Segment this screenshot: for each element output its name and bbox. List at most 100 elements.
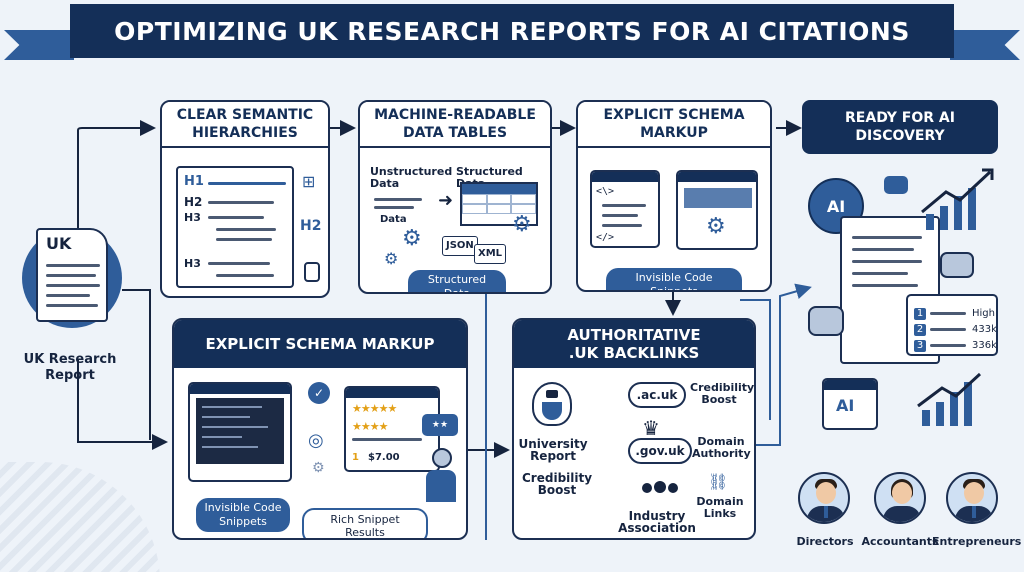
audience-label-accountants: Accountants xyxy=(861,535,939,548)
growth-chart-icon xyxy=(921,168,994,230)
report-line xyxy=(46,284,100,287)
code-line xyxy=(602,224,642,227)
invisible-code-pill: Invisible Code Snippets xyxy=(606,268,742,290)
rank-value-3: 336k xyxy=(972,340,997,351)
snippet-rank: 1 xyxy=(352,452,359,463)
page-title: OPTIMIZING UK RESEARCH REPORTS FOR AI CI… xyxy=(70,4,954,58)
body-line xyxy=(216,274,274,277)
window-bar xyxy=(678,172,756,182)
rank-3: 3 xyxy=(914,340,926,352)
gear-icon: ⚙ xyxy=(706,214,726,239)
h3-label: H3 xyxy=(184,211,201,224)
panel-schema-top: EXPLICIT SCHEMA MARKUP <\> </> ⚙ Invisib… xyxy=(576,100,772,292)
rank-1: 1 xyxy=(914,308,926,320)
report-line xyxy=(46,274,96,277)
title-banner: OPTIMIZING UK RESEARCH REPORTS FOR AI CI… xyxy=(0,0,1024,68)
code-tag-icon: <\> xyxy=(596,186,615,197)
rank-value-2: 433k xyxy=(972,324,997,335)
report-badge: UK xyxy=(46,234,72,253)
report-line xyxy=(46,304,98,307)
gear-icon-right: ⚙ xyxy=(512,212,532,237)
h2-label: H2 xyxy=(184,195,203,209)
industry-label: Industry Association xyxy=(618,509,696,535)
report-line xyxy=(46,294,90,297)
rank-bar xyxy=(930,312,966,315)
avatar-directors xyxy=(798,472,850,524)
panel-title: EXPLICIT SCHEMA MARKUP xyxy=(174,320,466,368)
ac-uk-badge: .ac.uk xyxy=(628,382,686,408)
panel-title: CLEAR SEMANTIC HIERARCHIES xyxy=(162,102,328,148)
panel-title: MACHINE-READABLE DATA TABLES xyxy=(360,102,550,148)
report-line xyxy=(46,264,100,267)
domain-links-label: Domain Links xyxy=(696,495,744,520)
unstructured-label: Unstructured Data xyxy=(370,165,453,190)
sitemap-icon: ⊞ xyxy=(302,172,316,191)
panel-title: AUTHORITATIVE .UK BACKLINKS xyxy=(514,320,754,368)
h1-line xyxy=(208,182,286,185)
globe-icon: ◎ xyxy=(308,430,324,451)
ranking-card: 1 High 2 433k 3 336k xyxy=(906,294,998,356)
code-line xyxy=(202,446,258,448)
star-rating-icon: ★★★★★ xyxy=(352,402,397,415)
window-bar xyxy=(346,388,438,398)
panel-data-tables: MACHINE-READABLE DATA TABLES Unstructure… xyxy=(358,100,552,294)
body-line xyxy=(216,238,272,241)
h3-line-2 xyxy=(208,262,270,265)
background-hatch xyxy=(0,462,160,572)
rank-bar xyxy=(930,328,966,331)
doc-line xyxy=(852,272,908,275)
rank-value-1: High xyxy=(972,308,995,319)
h2-side-label: H2 xyxy=(300,218,322,234)
window-bar xyxy=(824,380,876,390)
report-label: UK Research Report xyxy=(23,352,117,383)
doc-line xyxy=(852,236,922,239)
star-rating-icon-2: ★★★★ xyxy=(352,420,388,433)
code-window: <\> </> xyxy=(590,170,660,248)
code-block xyxy=(196,398,284,464)
code-editor-window xyxy=(188,382,292,482)
code-line xyxy=(202,406,262,408)
panel-title: EXPLICIT SCHEMA MARKUP xyxy=(578,102,770,148)
robot-icon xyxy=(808,306,844,336)
panel-schema-bottom: EXPLICIT SCHEMA MARKUP ✓ ◎ ⚙ ★★★★★ ★★★★ … xyxy=(172,318,468,540)
gear-icon: ⚙ xyxy=(312,460,325,476)
checkmark-icon: ✓ xyxy=(308,382,330,404)
h3-label-2: H3 xyxy=(184,257,201,270)
gear-icon-small: ⚙ xyxy=(384,249,399,268)
audience-label-entrepreneurs: Entrepreneurs xyxy=(932,535,1022,548)
code-line xyxy=(202,436,242,438)
data-word: Data xyxy=(380,214,407,225)
panel-backlinks: AUTHORITATIVE .UK BACKLINKS University R… xyxy=(512,318,756,540)
domain-authority-label: Domain Authority xyxy=(692,435,751,460)
crown-icon: ♛ xyxy=(642,416,660,440)
bar-chart-icon xyxy=(917,372,982,426)
structured-data-pill: Structured Data xyxy=(408,270,506,292)
h2-line xyxy=(208,201,274,204)
code-line xyxy=(202,426,268,428)
audience-label-directors: Directors xyxy=(796,535,854,548)
robot-head-icon xyxy=(432,448,452,468)
unstructured-line xyxy=(374,198,422,201)
body-line xyxy=(216,228,276,231)
credibility-label-2: Credibility Boost xyxy=(522,471,593,497)
arrow-right-icon: ➜ xyxy=(438,190,454,211)
structured-table-icon xyxy=(460,182,538,226)
gov-uk-badge: .gov.uk xyxy=(628,438,692,464)
file-icon xyxy=(304,262,320,282)
gear-icon: ⚙ xyxy=(402,226,422,251)
avatar-entrepreneurs xyxy=(946,472,998,524)
window-bar xyxy=(190,384,290,394)
ai-card: AI xyxy=(822,378,878,430)
code-line xyxy=(602,204,646,207)
unstructured-line xyxy=(374,206,414,209)
ai-discovery-area: AI 1 High 2 433k 3 336k xyxy=(800,166,1000,376)
avatar-accountants xyxy=(874,472,926,524)
h1-label: H1 xyxy=(184,174,204,189)
robot-head-icon xyxy=(940,252,974,278)
doc-line xyxy=(852,260,922,263)
credibility-label-1: Credibility Boost xyxy=(690,381,755,406)
xml-file-icon: XML xyxy=(474,244,507,264)
doc-line xyxy=(852,248,914,251)
people-group-icon xyxy=(642,474,678,498)
robot-body-icon xyxy=(426,470,456,502)
